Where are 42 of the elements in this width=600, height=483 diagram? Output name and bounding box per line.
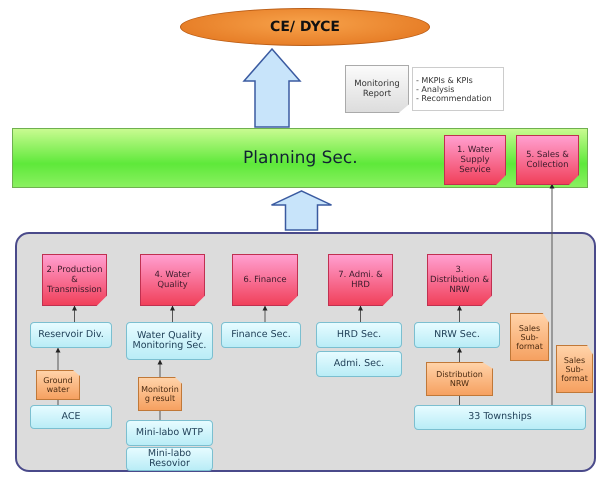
arrow bbox=[170, 306, 175, 322]
arrow bbox=[358, 306, 363, 322]
sticky-note: 6. Finance bbox=[232, 254, 298, 306]
block-arrow bbox=[242, 48, 302, 128]
section-box: Water Quality Monitoring Sec. bbox=[126, 322, 213, 360]
panel-title: Planning Sec. bbox=[243, 148, 358, 168]
bullet-item: - MKPIs & KPIs bbox=[416, 76, 473, 84]
arrow bbox=[550, 184, 554, 406]
sticky-note: 4. Water Quality bbox=[140, 254, 205, 306]
department-panel bbox=[15, 232, 596, 472]
section-box: HRD Sec. bbox=[316, 322, 402, 348]
arrow bbox=[72, 306, 77, 322]
section-box: 33 Townships bbox=[414, 405, 586, 430]
note-card: Sales Sub-format bbox=[556, 345, 593, 393]
section-box: Admi. Sec. bbox=[316, 351, 402, 377]
note-card: Monitoring result bbox=[138, 377, 182, 411]
sticky-note: 2. Production & Transmission bbox=[42, 254, 107, 306]
note-card: Sales Sub-format bbox=[510, 313, 549, 361]
sticky-note: 5. Sales & Collection bbox=[516, 135, 579, 185]
block-arrow bbox=[270, 190, 332, 231]
bullet-item: - Analysis bbox=[416, 84, 454, 94]
planning-band bbox=[12, 128, 588, 188]
sticky-note: 7. Admi. & HRD bbox=[328, 254, 393, 306]
bullet-item: - Recommendation bbox=[416, 94, 492, 102]
ellipse-node: CE/ DYCE bbox=[180, 8, 430, 46]
sticky-note: 1. Water Supply Service bbox=[444, 135, 506, 185]
section-box: ACE bbox=[30, 405, 112, 429]
bullet-list-box bbox=[412, 67, 504, 111]
note-card: Distribution NRW bbox=[426, 362, 493, 396]
section-box: NRW Sec. bbox=[414, 322, 500, 348]
arrow bbox=[457, 348, 462, 362]
sticky-note: 3. Distribution & NRW bbox=[427, 254, 492, 306]
section-box: Mini-labo WTP bbox=[126, 420, 213, 446]
report-document: Monitoring Report bbox=[345, 65, 409, 113]
arrow bbox=[56, 348, 60, 370]
arrow bbox=[158, 360, 162, 378]
section-box: Finance Sec. bbox=[221, 322, 301, 348]
arrow bbox=[457, 306, 462, 322]
section-box: Mini-labo Resovior bbox=[126, 447, 213, 471]
note-card: Ground water bbox=[36, 370, 80, 400]
section-box: Reservoir Div. bbox=[30, 322, 112, 348]
arrow bbox=[262, 306, 268, 322]
